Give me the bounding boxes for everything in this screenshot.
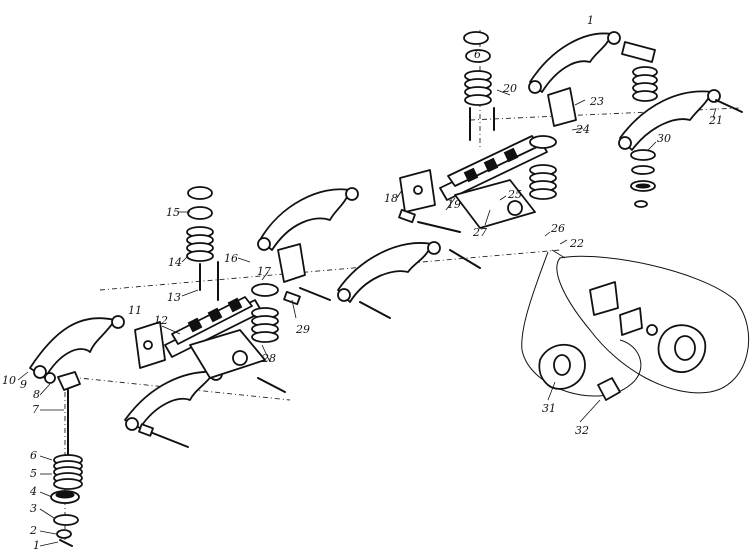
leader-lines: [17, 89, 717, 547]
detail-inset: [521, 249, 750, 401]
label-27: 27: [472, 226, 487, 239]
label-11: 11: [128, 304, 142, 317]
label-1-bottom: 1: [33, 539, 40, 552]
label-13: 13: [167, 291, 181, 304]
label-4: 4: [29, 485, 37, 498]
label-29: 29: [295, 323, 310, 336]
label-12: 12: [154, 314, 168, 327]
bushing-29: [283, 290, 301, 306]
left-lower-bolt: [138, 423, 189, 448]
middle-torque-arm: [337, 241, 481, 319]
label-30: 30: [657, 132, 671, 145]
left-right-spring: [251, 283, 279, 343]
axis-line-main: [99, 249, 561, 291]
label-17: 17: [257, 265, 271, 278]
label-32: 32: [575, 424, 589, 437]
label-8: 8: [33, 388, 40, 401]
label-22: 22: [569, 237, 584, 250]
left-lower-torque-arm: [124, 367, 223, 431]
label-6-top: 6: [474, 48, 481, 61]
label-23: 23: [589, 95, 604, 108]
left-spring-stack: [50, 454, 83, 547]
label-5: 5: [30, 467, 37, 480]
right-top-spring: [463, 31, 495, 141]
right-upper-arm: [528, 31, 621, 127]
label-18: 18: [384, 192, 398, 205]
label-25: 25: [507, 188, 522, 201]
label-6-left: 6: [30, 449, 37, 462]
label-10: 10: [2, 374, 16, 387]
label-20: 20: [502, 82, 517, 95]
left-center-spring: [186, 186, 219, 301]
axis-line-right: [469, 107, 741, 121]
right-spring-bracket-18: [399, 169, 436, 213]
left-upper-arm-2: [257, 187, 359, 301]
right-strut: [621, 41, 658, 208]
right-leaf-spring: [439, 135, 548, 201]
label-21: 21: [708, 114, 723, 127]
label-31: 31: [542, 402, 556, 415]
left-shock-rod: [44, 371, 81, 456]
right-lower-arm: [618, 89, 743, 151]
label-7: 7: [32, 403, 39, 416]
right-axle-bracket: [454, 179, 536, 229]
label-1-top: 1: [587, 14, 594, 27]
label-19: 19: [447, 198, 461, 211]
left-spring-bracket: [134, 321, 166, 369]
label-16: 16: [224, 252, 238, 265]
label-14: 14: [168, 256, 182, 269]
label-26: 26: [550, 222, 565, 235]
bushing-19: [398, 208, 461, 233]
label-28: 28: [261, 352, 276, 365]
right-center-spring: [529, 135, 557, 200]
label-24: 24: [575, 123, 590, 136]
axis-line-left: [59, 375, 291, 401]
left-upper-torque-arm: [29, 315, 125, 379]
left-leaf-spring: [164, 296, 263, 358]
left-axle-bracket: [189, 329, 286, 393]
label-2: 2: [29, 524, 37, 537]
label-3: 3: [30, 502, 37, 515]
label-15: 15: [166, 206, 180, 219]
label-9: 9: [20, 378, 27, 391]
callout-labels: 1 1 2 3 4 5 6 6 7 8 9 10 11 12 13 14 15 …: [2, 14, 723, 552]
